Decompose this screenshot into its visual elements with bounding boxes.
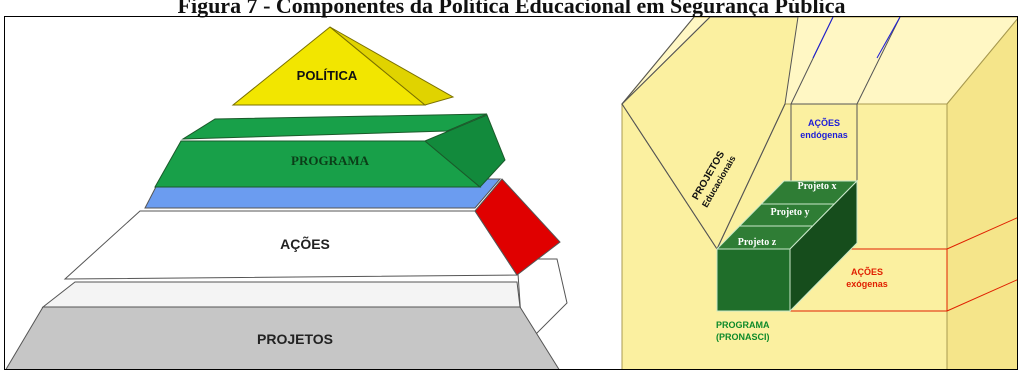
label-politica: POLÍTICA: [297, 68, 358, 83]
figure-frame: PROJETOS AÇÕES PROGRAMA POLÍTICA: [4, 16, 1018, 370]
label-projetos: PROJETOS: [257, 331, 333, 347]
label-programa-pronasci-title: PROGRAMA: [716, 320, 770, 330]
pyramid-level-politica: POLÍTICA: [231, 26, 455, 106]
project-stack: Projeto x Projeto y Projeto z: [715, 179, 859, 313]
label-acoes-exogenas-sub: exógenas: [846, 279, 888, 289]
diagram-canvas: PROJETOS AÇÕES PROGRAMA POLÍTICA: [5, 17, 1017, 369]
label-projeto-x: Projeto x: [798, 181, 837, 192]
label-acoes-endogenas-title: AÇÕES: [808, 118, 840, 128]
pyramid-level-programa: PROGRAMA: [154, 113, 506, 188]
figure-title: Figura 7 - Componentes da Política Educa…: [177, 0, 846, 18]
label-acoes-endogenas-sub: endógenas: [800, 130, 848, 140]
cube-diagram: Projeto x Projeto y Projeto z PROJETOS E…: [620, 17, 1017, 369]
label-programa-pronasci-sub: (PRONASCI): [716, 332, 770, 342]
pyramid: PROJETOS AÇÕES PROGRAMA POLÍTICA: [5, 26, 568, 369]
label-programa: PROGRAMA: [291, 153, 370, 168]
label-acoes: AÇÕES: [280, 235, 330, 252]
label-acoes-exogenas-title: AÇÕES: [851, 267, 883, 277]
pyramid-level-acoes: AÇÕES: [63, 178, 561, 280]
label-projeto-y: Projeto y: [771, 207, 810, 218]
label-projeto-z: Projeto z: [738, 237, 777, 248]
pyramid-level-projetos: PROJETOS: [5, 258, 568, 369]
